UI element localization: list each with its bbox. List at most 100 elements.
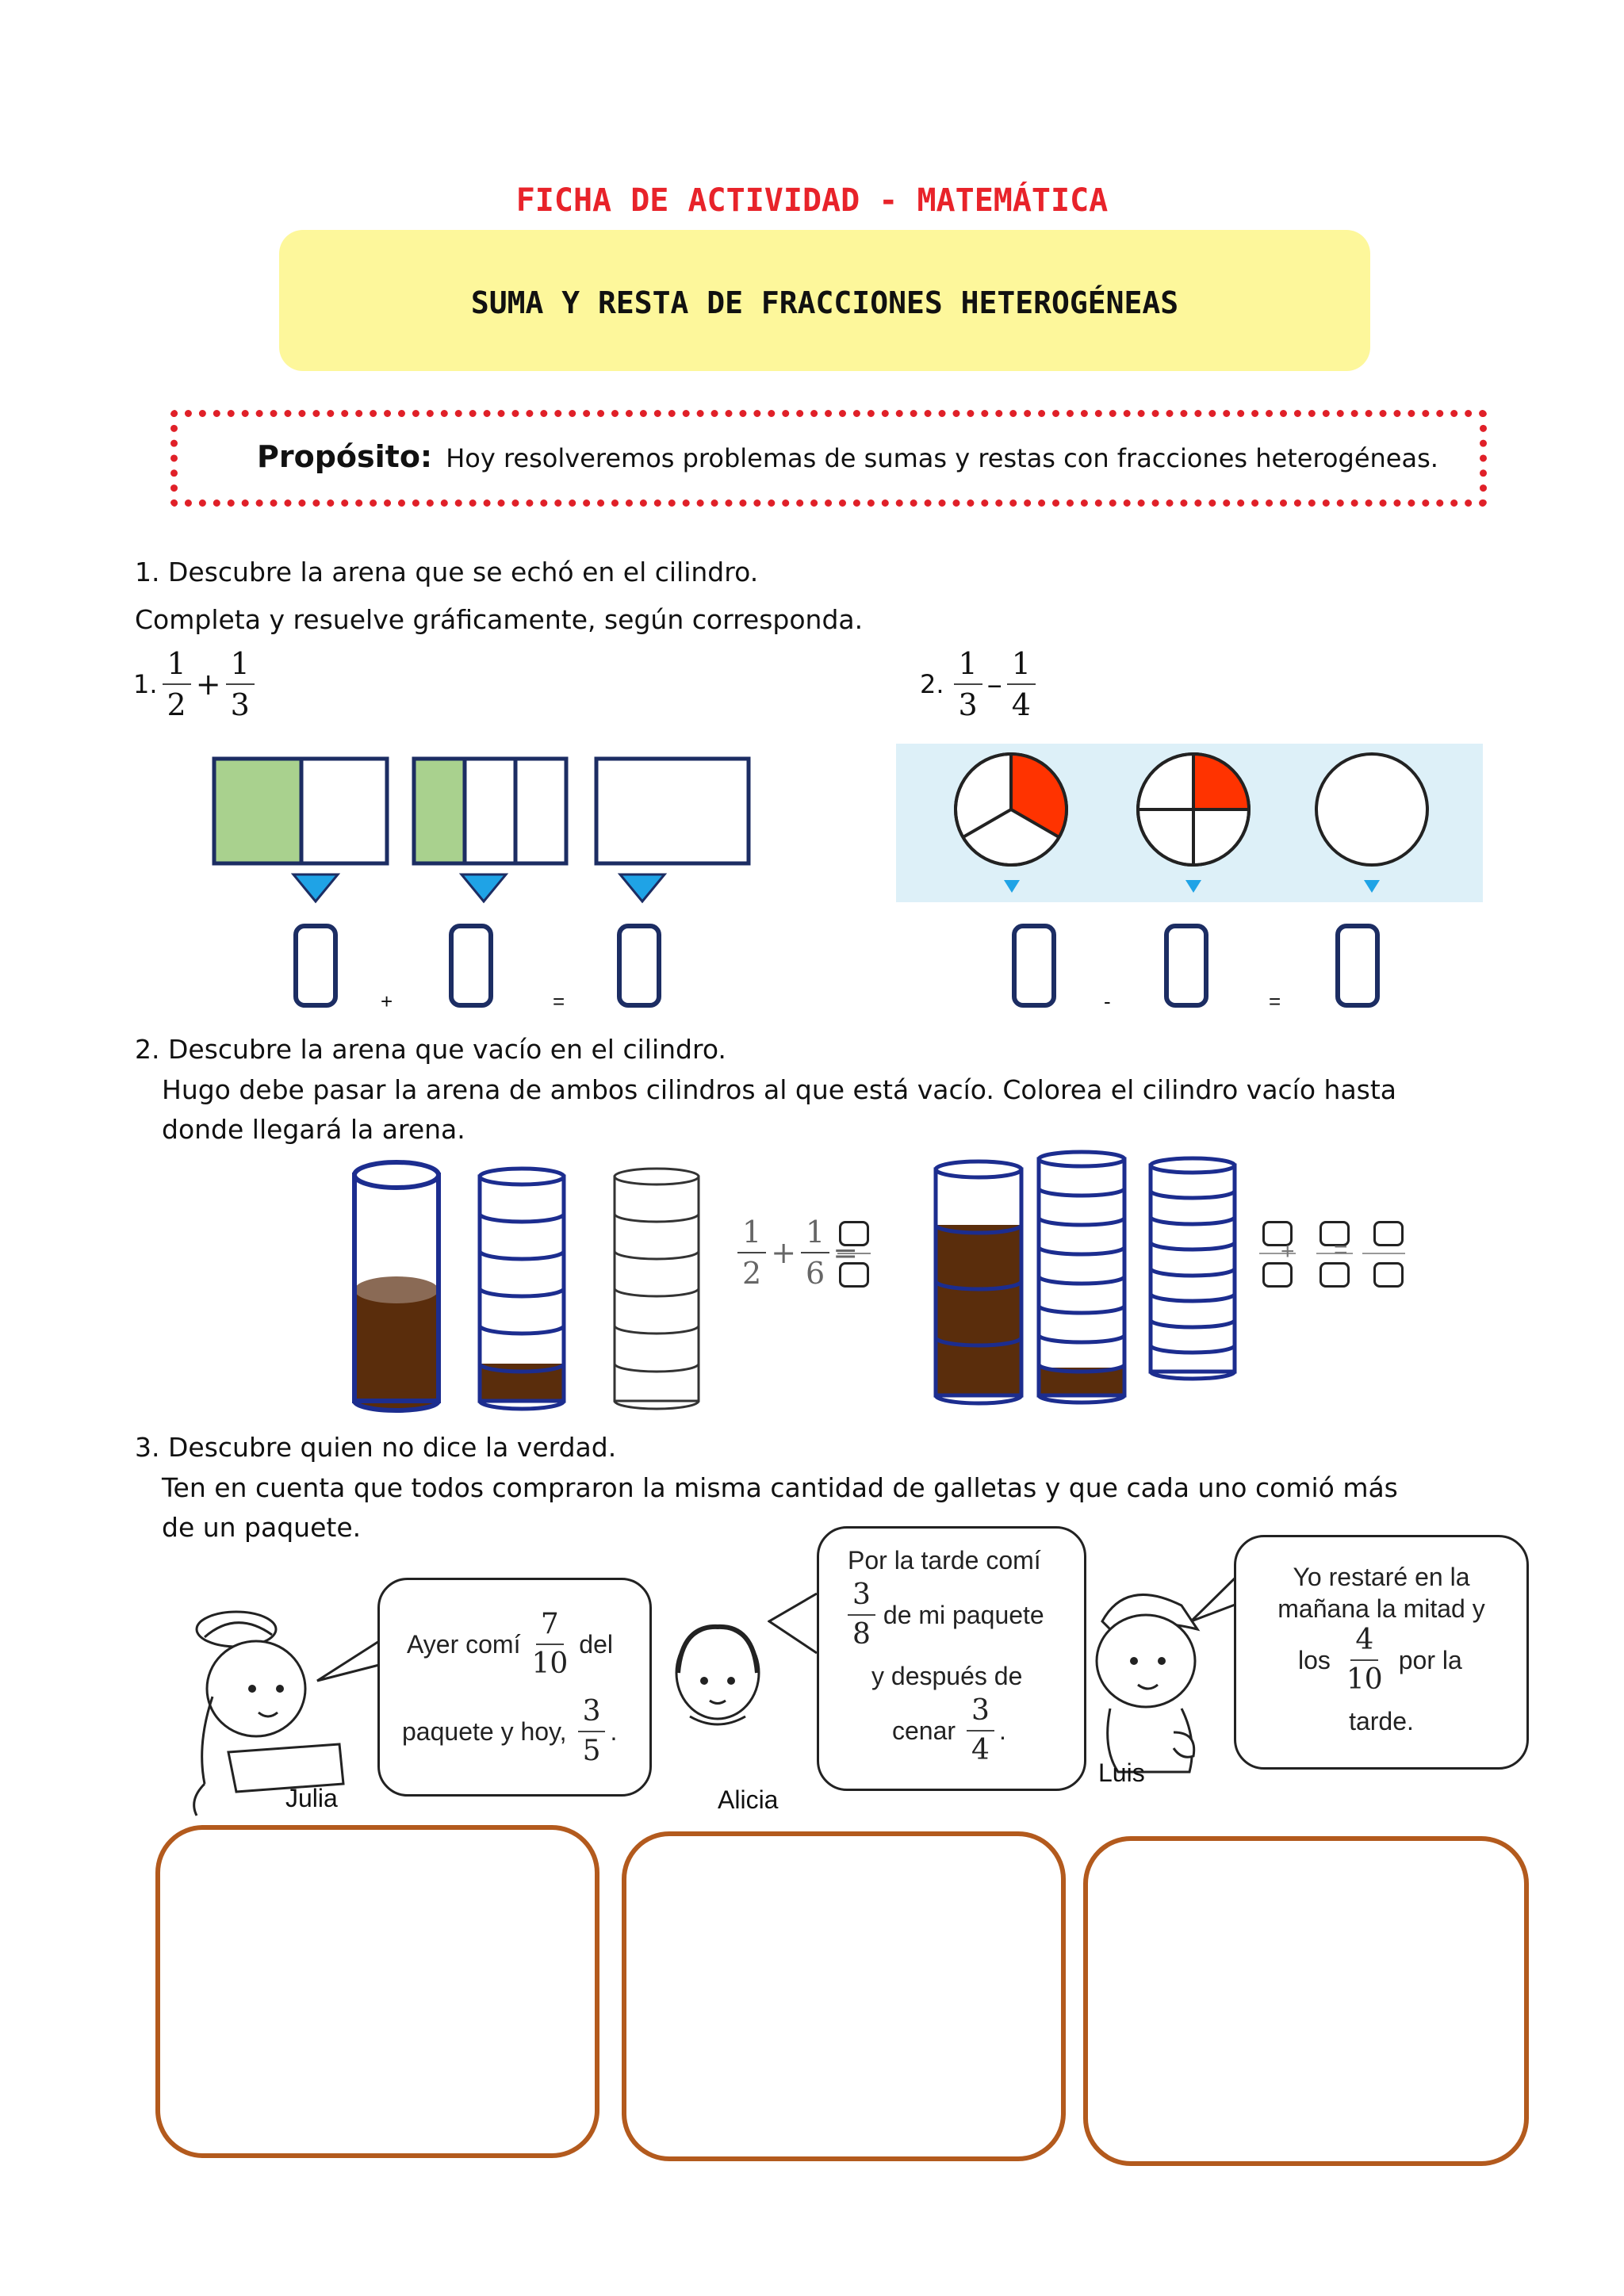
luis-bubble-tail <box>1189 1568 1245 1623</box>
ex1-answer-box-3[interactable] <box>617 924 661 1008</box>
ex1-rect-thirds <box>412 756 569 866</box>
julia-name: Julia <box>285 1784 338 1812</box>
eq2-box-b-num[interactable] <box>1320 1221 1350 1246</box>
eq2-plus: + <box>1281 1238 1295 1265</box>
eq2-box-b-den[interactable] <box>1320 1262 1350 1288</box>
ex2-operator: – <box>986 667 1002 702</box>
answer-frame-luis[interactable] <box>1083 1836 1529 2166</box>
purpose-text: Hoy resolveremos problemas de sumas y re… <box>446 443 1438 473</box>
eq1-answer-numerator[interactable] <box>839 1221 869 1246</box>
julia-text-2: del <box>579 1629 613 1659</box>
cylinder-half <box>352 1160 441 1413</box>
alicia-text-2: de mi paquete <box>883 1600 1044 1629</box>
ex1-rectangles <box>212 756 751 904</box>
julia-text-4: . <box>610 1716 618 1746</box>
luis-text-4: por la <box>1398 1645 1462 1674</box>
ex1-operator: + <box>195 667 221 702</box>
cylinders-set-2 <box>933 1150 1237 1406</box>
ex2-circles-panel <box>896 744 1483 902</box>
cylinder-fourths <box>933 1159 1024 1406</box>
ex1-answer-box-2[interactable] <box>449 924 493 1008</box>
alicia-text-5: . <box>998 1716 1006 1745</box>
luis-text-3: los <box>1298 1645 1331 1674</box>
answer-frame-julia[interactable] <box>155 1825 599 2158</box>
ex2-circle-thirds <box>954 752 1068 867</box>
alicia-text-4: cenar <box>892 1716 956 1745</box>
ex2-answer-box-1[interactable] <box>1012 924 1056 1008</box>
ex1-rect-empty[interactable] <box>594 756 751 866</box>
section2-heading: 2. Descubre la arena que vacío en el cil… <box>135 1034 726 1065</box>
ex2-minus: - <box>1104 989 1111 1013</box>
section3-heading: 3. Descubre quien no dice la verdad. <box>135 1432 617 1463</box>
ex1-rect-halves <box>212 756 389 866</box>
eq2-box-c-num[interactable] <box>1373 1221 1404 1246</box>
ex2-answer-box-2[interactable] <box>1164 924 1208 1008</box>
page-title: FICHA DE ACTIVIDAD - MATEMÁTICA <box>515 182 1109 219</box>
arrow-down-icon <box>1185 880 1201 893</box>
alicia-bubble-tail <box>768 1592 818 1655</box>
section3-instruction: Ten en cuenta que todos compraron la mis… <box>162 1472 1398 1543</box>
ex2-circle-quarters <box>1136 752 1251 867</box>
luis-illustration <box>1095 1593 1201 1774</box>
ex2-label: 2. <box>920 669 944 699</box>
purpose-label: Propósito: <box>257 439 433 474</box>
eq2-box-c-den[interactable] <box>1373 1262 1404 1288</box>
cylinders-set-1 <box>352 1160 700 1413</box>
subtitle-banner: SUMA Y RESTA DE FRACCIONES HETEROGÉNEAS <box>279 230 1370 371</box>
eq2-box-a-num[interactable] <box>1262 1221 1293 1246</box>
ex1-answer-box-1[interactable] <box>293 924 338 1008</box>
eq1-operator: + <box>771 1235 797 1270</box>
luis-speech-bubble: Yo restaré en la mañana la mitad y los 4… <box>1234 1535 1529 1770</box>
luis-text-2: mañana la mitad y <box>1277 1594 1485 1623</box>
julia-text-3: paquete y hoy, <box>402 1716 567 1746</box>
answer-frame-alicia[interactable] <box>622 1831 1066 2161</box>
arrow-down-icon <box>290 873 341 904</box>
section1-instruction: Completa y resuelve gráficamente, según … <box>135 604 864 635</box>
ex2-circle-empty[interactable] <box>1315 752 1429 867</box>
julia-illustration <box>193 1610 345 1816</box>
eq2-box-a-den[interactable] <box>1262 1262 1293 1288</box>
alicia-text-3: y después de <box>871 1662 1023 1690</box>
section1-heading: 1. Descubre la arena que se echó en el c… <box>135 557 759 587</box>
cylinder-sixths <box>477 1166 566 1411</box>
arrow-down-icon <box>1004 880 1020 893</box>
luis-name: Luis <box>1098 1758 1145 1787</box>
ex1-equals: = <box>553 989 565 1013</box>
arrow-down-icon <box>617 873 668 904</box>
purpose-box: Propósito: Hoy resolveremos problemas de… <box>170 410 1487 507</box>
ex1-label: 1. <box>133 669 158 699</box>
luis-text-1: Yo restaré en la <box>1293 1563 1470 1591</box>
julia-bubble-tail <box>316 1636 386 1682</box>
cylinder-eighths <box>1036 1150 1127 1405</box>
cylinder-empty-1[interactable] <box>613 1167 700 1410</box>
arrow-down-icon <box>458 873 509 904</box>
section2-instruction: Hugo debe pasar la arena de ambos cilind… <box>162 1074 1397 1145</box>
alicia-name: Alicia <box>718 1785 779 1814</box>
cylinder-empty-2[interactable] <box>1148 1156 1237 1381</box>
julia-text-1: Ayer comí <box>407 1629 521 1659</box>
ex2-answer-box-3[interactable] <box>1335 924 1380 1008</box>
eq2-equals: = <box>1334 1237 1348 1263</box>
luis-text-5: tarde. <box>1349 1707 1414 1735</box>
eq1-answer-denominator[interactable] <box>839 1262 869 1288</box>
ex1-plus: + <box>381 989 393 1013</box>
alicia-illustration <box>675 1624 760 1726</box>
ex2-equals: = <box>1269 989 1281 1013</box>
subtitle: SUMA Y RESTA DE FRACCIONES HETEROGÉNEAS <box>470 285 1179 320</box>
arrow-down-icon <box>1364 880 1380 893</box>
